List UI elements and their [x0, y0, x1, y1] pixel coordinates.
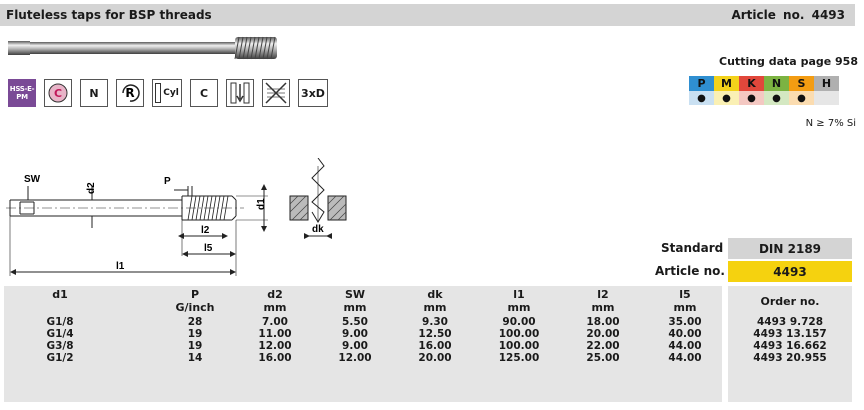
article-value: 4493 — [728, 261, 852, 282]
table-cell-sw: 12.00 — [338, 352, 372, 364]
table-cell-l2: 25.00 — [586, 352, 620, 364]
table-cell-l1: 100.00 — [498, 328, 540, 340]
table-cell-p: 19 — [187, 340, 203, 352]
table-cell-d1: G3/8 — [46, 340, 74, 352]
table-cell-dk: 16.00 — [418, 340, 452, 352]
table-cell-d1: G1/4 — [46, 328, 74, 340]
internal-coolant-icon — [226, 79, 254, 107]
shank-label: Cyl — [163, 88, 179, 98]
right-hand-badge: R — [116, 79, 144, 107]
depth-3xd-badge: 3xD — [298, 79, 328, 107]
table-cell-p: 14 — [187, 352, 203, 364]
col-header-sw: SW mm — [343, 288, 367, 314]
order-number[interactable]: 4493 13.157 — [753, 328, 827, 340]
table-cell-l1: 90.00 — [502, 316, 536, 328]
drawing-d2-label: d2 — [86, 182, 97, 194]
table-cell-l2: 22.00 — [586, 340, 620, 352]
table-cell-l1: 125.00 — [498, 352, 540, 364]
table-cell-d1: G1/8 — [46, 316, 74, 328]
drawing-dk-label: dk — [312, 224, 324, 235]
table-cell-p: 19 — [187, 328, 203, 340]
shank-icon — [155, 83, 162, 103]
table-cell-dk: 9.30 — [422, 316, 448, 328]
material-p: P — [689, 76, 714, 91]
order-table — [728, 286, 852, 402]
col-header-d1: d1 — [52, 288, 68, 301]
col-header-l1: l1 mm — [507, 288, 531, 314]
material-n: N — [764, 76, 789, 91]
dimension-table — [4, 286, 722, 402]
table-cell-l5: 40.00 — [668, 328, 702, 340]
table-cell-sw: 5.50 — [342, 316, 368, 328]
table-cell-p: 28 — [187, 316, 203, 328]
material-m: M — [714, 76, 739, 91]
material-n-dot: ● — [764, 91, 789, 105]
drawing-l5-label: l5 — [204, 243, 213, 254]
order-number[interactable]: 4493 20.955 — [753, 352, 827, 364]
order-number[interactable]: 4493 16.662 — [753, 340, 827, 352]
standard-label: Standard — [661, 241, 724, 255]
drawing-d1-label: d1 — [256, 198, 267, 210]
material-s: S — [789, 76, 814, 91]
header-article-number: 4493 — [811, 8, 845, 22]
col-header-p: P G/inch — [175, 288, 215, 314]
drawing-l2-label: l2 — [201, 225, 210, 236]
drawing-p-label: P — [164, 176, 171, 187]
cylindrical-shank-badge: Cyl — [152, 79, 182, 107]
technical-drawing: SW d2 P d1 l2 l5 l1 dk — [6, 158, 347, 276]
col-header-d2: d2 mm — [263, 288, 287, 314]
header-article-label: Article no. — [731, 8, 805, 22]
table-cell-d2: 7.00 — [262, 316, 288, 328]
table-cell-sw: 9.00 — [342, 328, 368, 340]
coating-letter: C — [54, 87, 62, 100]
type-n-badge: N — [80, 79, 108, 107]
material-letters-row: P M K N S H — [689, 76, 839, 91]
page-title: Fluteless taps for BSP threads — [6, 8, 212, 22]
material-suitability-table: P M K N S H ● ● ● ● ● — [689, 76, 839, 105]
tap-tool-image — [8, 36, 277, 60]
table-cell-d2: 16.00 — [258, 352, 292, 364]
table-cell-l1: 100.00 — [498, 340, 540, 352]
col-header-l5: l5 mm — [673, 288, 697, 314]
article-label: Article no. — [655, 264, 725, 278]
rotation-icon: R — [122, 84, 140, 102]
material-k-dot: ● — [739, 91, 764, 105]
cutting-data-link[interactable]: Cutting data page 958 — [719, 55, 858, 68]
material-dots-row: ● ● ● ● ● — [689, 91, 839, 105]
table-cell-dk: 12.50 — [418, 328, 452, 340]
table-cell-d2: 11.00 — [258, 328, 292, 340]
hss-e-pm-badge: HSS-E-PM — [8, 79, 36, 107]
coated-badge: C — [44, 79, 72, 107]
material-h-dot — [814, 91, 839, 105]
drawing-l1-label: l1 — [116, 261, 125, 272]
drawing-sw-label: SW — [24, 174, 41, 185]
col-header-dk: dk mm — [423, 288, 447, 314]
material-s-dot: ● — [789, 91, 814, 105]
material-p-dot: ● — [689, 91, 714, 105]
col-header-l2: l2 mm — [591, 288, 615, 314]
table-cell-l5: 44.00 — [668, 352, 702, 364]
material-k: K — [739, 76, 764, 91]
material-h: H — [814, 76, 839, 91]
table-cell-d1: G1/2 — [46, 352, 74, 364]
table-cell-d2: 12.00 — [258, 340, 292, 352]
order-number[interactable]: 4493 9.728 — [756, 316, 824, 328]
material-m-dot: ● — [714, 91, 739, 105]
table-cell-l2: 18.00 — [586, 316, 620, 328]
standard-value: DIN 2189 — [728, 238, 852, 259]
property-badges: HSS-E-PM C N R Cyl C — [8, 79, 328, 107]
table-cell-sw: 9.00 — [342, 340, 368, 352]
rotation-letter: R — [125, 86, 134, 100]
table-cell-dk: 20.00 — [418, 352, 452, 364]
table-cell-l5: 44.00 — [668, 340, 702, 352]
header-bar: Fluteless taps for BSP threads Article n… — [0, 4, 855, 26]
col-header-order: Order no. — [760, 295, 820, 308]
silicon-note: N ≥ 7% Si — [805, 118, 856, 129]
no-coolant-icon — [262, 79, 290, 107]
chamfer-c-badge: C — [190, 79, 218, 107]
coating-icon: C — [48, 83, 68, 103]
header-article: Article no. 4493 — [731, 8, 845, 22]
table-cell-l2: 20.00 — [586, 328, 620, 340]
table-cell-l5: 35.00 — [668, 316, 702, 328]
